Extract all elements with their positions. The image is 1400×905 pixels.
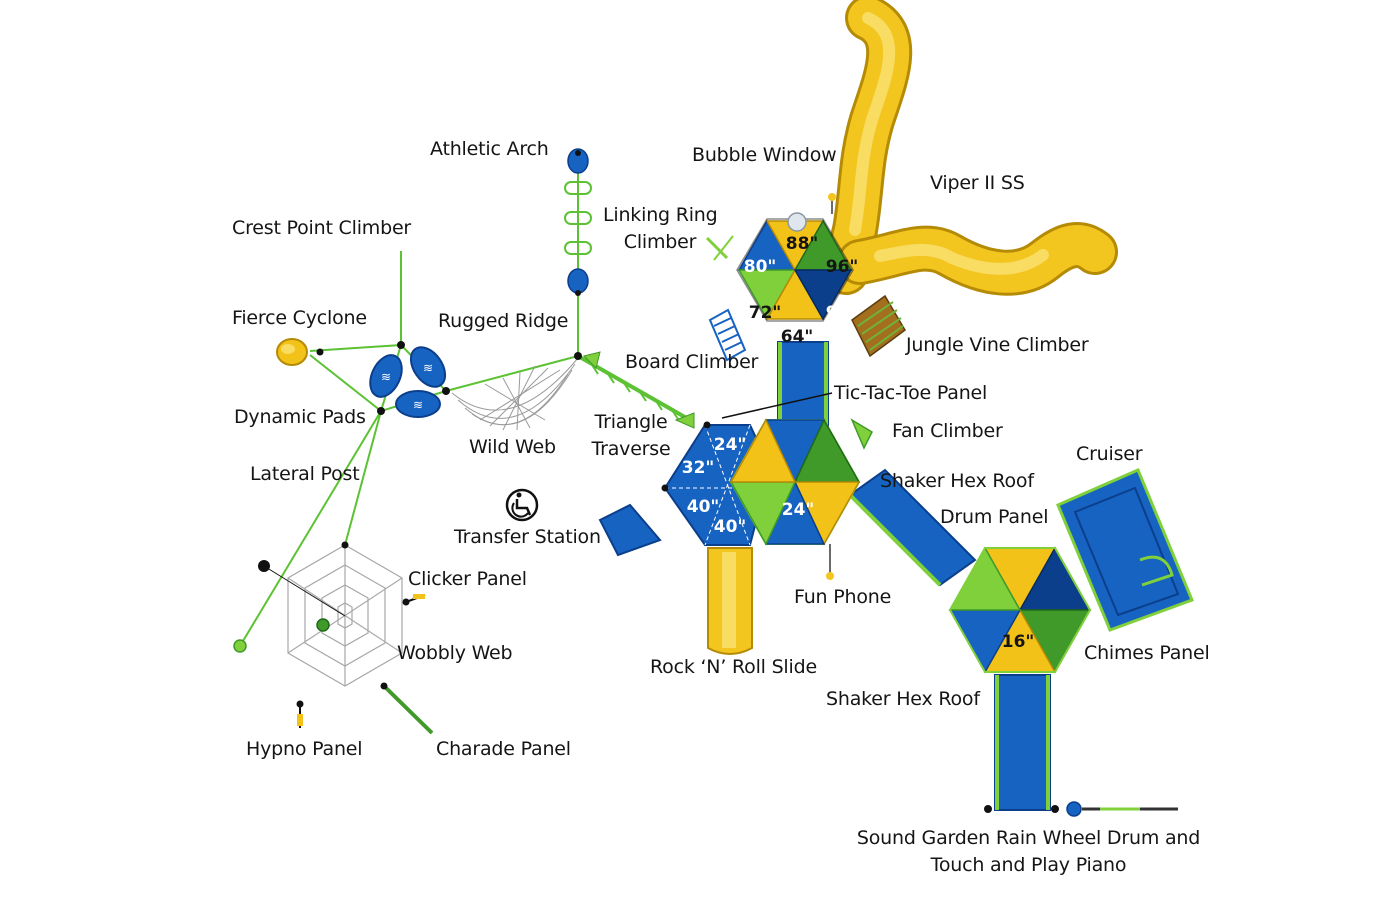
board-climber	[708, 308, 747, 362]
label-sound-garden-line2: Touch and Play Piano	[930, 853, 1127, 876]
label-board-climber: Board Climber	[625, 351, 759, 373]
deck-height-72: 72"	[749, 303, 782, 323]
label-triangle-traverse: Triangle Traverse	[588, 411, 674, 461]
tic-tac-toe-pointer	[721, 392, 833, 419]
svg-text:≋: ≋	[413, 398, 423, 412]
label-shaker-hex-roof-top: Shaker Hex Roof	[880, 470, 1034, 492]
label-shaker-hex-roof-bottom: Shaker Hex Roof	[826, 688, 980, 710]
label-lateral-post: Lateral Post	[250, 463, 360, 485]
deck-height-24a: 24"	[714, 435, 747, 455]
deck-height-24b: 24"	[782, 500, 815, 520]
label-rugged-ridge: Rugged Ridge	[438, 310, 569, 332]
label-jungle-vine-climber: Jungle Vine Climber	[906, 334, 1089, 356]
deck-height-96b: 96"	[826, 303, 859, 323]
label-athletic-arch: Athletic Arch	[430, 138, 549, 160]
fierce-cyclone	[276, 338, 308, 366]
deck-height-16: 16"	[1002, 632, 1035, 652]
sound-garden-items	[984, 801, 1178, 817]
label-dynamic-pads: Dynamic Pads	[234, 406, 366, 428]
label-chimes-panel: Chimes Panel	[1084, 642, 1210, 664]
label-transfer-station: Transfer Station	[454, 526, 601, 548]
linking-ring-climber	[705, 236, 729, 260]
athletic-arch	[564, 148, 592, 296]
label-sound-garden-line1: Sound Garden Rain Wheel Drum and	[856, 827, 1201, 849]
right-hex-roof: 16"	[948, 546, 1092, 674]
viper-slide	[823, 0, 1118, 296]
label-linking-ring-climber: Linking Ring Climber	[603, 204, 718, 254]
label-drum-panel: Drum Panel	[940, 506, 1049, 528]
bubble-window	[787, 212, 807, 232]
deck-height-64: 64"	[781, 327, 814, 347]
label-triangle-traverse-line1: Triangle	[594, 411, 668, 433]
deck-height-88: 88"	[786, 234, 819, 254]
label-linking-ring-line2: Climber	[623, 230, 697, 253]
label-triangle-traverse-line2: Traverse	[591, 437, 671, 460]
label-clicker-panel: Clicker Panel	[408, 568, 527, 590]
wobbly-web	[263, 544, 403, 687]
label-viper-slide: Viper II SS	[930, 172, 1025, 194]
cruiser	[1056, 468, 1194, 632]
label-charade-panel: Charade Panel	[436, 738, 571, 760]
deck-height-40a: 40"	[687, 497, 720, 517]
label-fan-climber: Fan Climber	[892, 420, 1003, 442]
connector-dots	[316, 341, 711, 492]
dynamic-pads: ≋ ≋ ≋	[369, 346, 447, 418]
label-crest-point-climber: Crest Point Climber	[232, 217, 412, 239]
deck-height-32: 32"	[682, 458, 715, 478]
svg-text:≋: ≋	[381, 370, 391, 384]
label-fierce-cyclone: Fierce Cyclone	[232, 307, 367, 329]
label-rock-n-roll-slide: Rock ‘N’ Roll Slide	[650, 656, 817, 678]
label-linking-ring-line1: Linking Ring	[603, 204, 718, 226]
small-panels	[296, 594, 434, 735]
middle-hex-roof: 24"	[729, 418, 861, 546]
fan-climber	[850, 418, 873, 450]
label-sound-garden: Sound Garden Rain Wheel Drum and Touch a…	[856, 827, 1201, 877]
label-tic-tac-toe-panel: Tic-Tac-Toe Panel	[834, 382, 988, 404]
svg-text:≋: ≋	[423, 361, 433, 375]
walkways	[598, 341, 1051, 811]
rock-n-roll-slide	[707, 547, 753, 655]
accessibility-icon	[505, 488, 539, 522]
wild-web	[451, 357, 579, 431]
deck-height-96a: 96"	[826, 257, 859, 277]
jungle-vine-climber	[851, 294, 906, 358]
label-wobbly-web: Wobbly Web	[397, 642, 513, 664]
top-hex-deck: 80" 88" 96" 72" 64" 96"	[736, 218, 859, 347]
deck-height-80: 80"	[744, 257, 777, 277]
deck-height-40b: 40"	[714, 517, 747, 537]
label-bubble-window: Bubble Window	[692, 144, 837, 166]
label-cruiser: Cruiser	[1076, 443, 1143, 465]
label-wild-web: Wild Web	[469, 436, 556, 458]
label-fun-phone: Fun Phone	[794, 586, 892, 608]
label-hypno-panel: Hypno Panel	[246, 738, 363, 760]
